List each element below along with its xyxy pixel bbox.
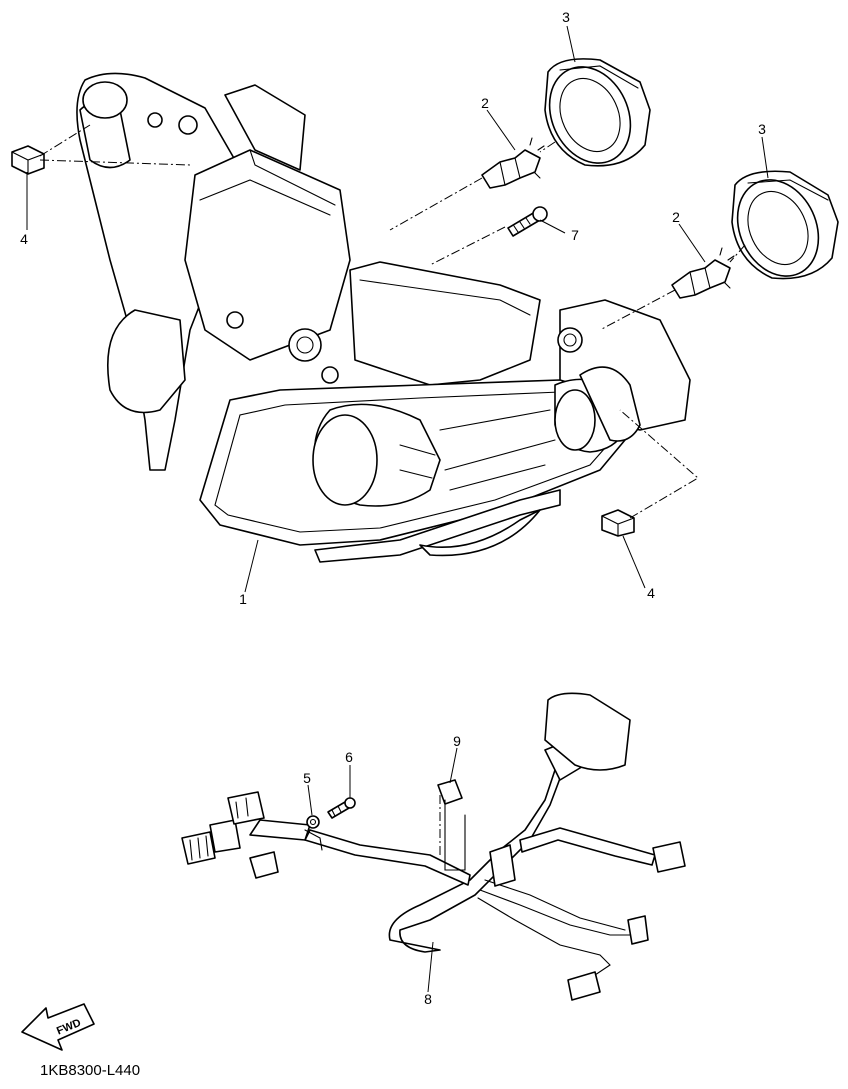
bulb-cover-upper [544,58,651,167]
headlight-assembly [76,72,691,563]
callout-5: 5 [303,770,311,786]
clamp-5 [304,815,323,851]
fwd-arrow-icon: FWD [21,1003,95,1051]
callout-3-lower: 3 [758,121,766,137]
callout-7: 7 [571,227,579,243]
wire-harness [181,692,686,1001]
grommet-lower [601,509,635,537]
screw-7 [507,206,548,237]
callout-9: 9 [453,733,461,749]
callout-3-upper: 3 [562,9,570,25]
callout-4-upper: 4 [20,231,28,247]
grommet-upper [11,145,45,175]
leader-lines [26,25,769,993]
diagram-code: 1KB8300-L440 [40,1062,141,1079]
callout-6: 6 [345,749,353,765]
headlight-bulb-lower [671,247,735,299]
bolt-6 [327,797,356,819]
bulb-cover-lower [731,170,839,280]
callout-8: 8 [424,991,432,1007]
headlight-bulb-upper [481,137,545,189]
callout-1: 1 [239,591,247,607]
callout-4-lower: 4 [647,585,655,601]
callout-2-lower: 2 [672,209,680,225]
callout-2-upper: 2 [481,95,489,111]
assembly-lines [39,124,746,855]
